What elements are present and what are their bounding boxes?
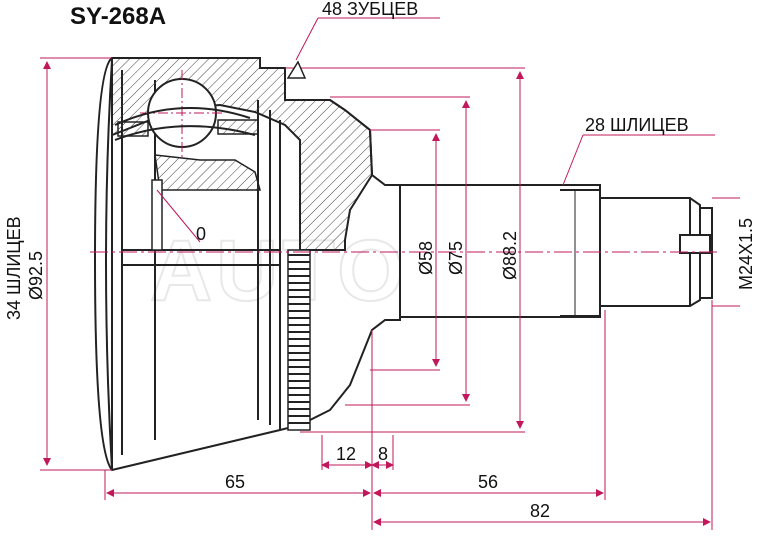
shaft-splines-label: 28 ШЛИЦЕВ bbox=[585, 115, 689, 135]
diameter-75-label: Ø75 bbox=[446, 241, 466, 275]
abs-ring bbox=[287, 249, 311, 431]
length-8-label: 8 bbox=[378, 444, 388, 464]
length-12-label: 12 bbox=[336, 444, 356, 464]
length-82-label: 82 bbox=[530, 501, 550, 521]
teeth-label: 48 ЗУБЦЕВ bbox=[322, 0, 418, 19]
length-56-label: 56 bbox=[478, 472, 498, 492]
diameter-58-label: Ø58 bbox=[416, 241, 436, 275]
housing-section-hatch bbox=[111, 57, 374, 251]
inner-race-hatch bbox=[154, 154, 261, 191]
dimension-lines bbox=[40, 17, 740, 530]
thread-label: M24X1.5 bbox=[736, 218, 756, 290]
housing-splines-label: 34 ШЛИЦЕВ bbox=[4, 216, 24, 320]
diameter-88-label: Ø88.2 bbox=[500, 231, 520, 280]
circlip bbox=[151, 179, 163, 251]
part-number-title: SY-268A bbox=[70, 3, 166, 30]
zero-label: 0 bbox=[196, 224, 206, 244]
length-65-label: 65 bbox=[225, 472, 245, 492]
outer-diameter-label: Ø92.5 bbox=[26, 251, 46, 300]
